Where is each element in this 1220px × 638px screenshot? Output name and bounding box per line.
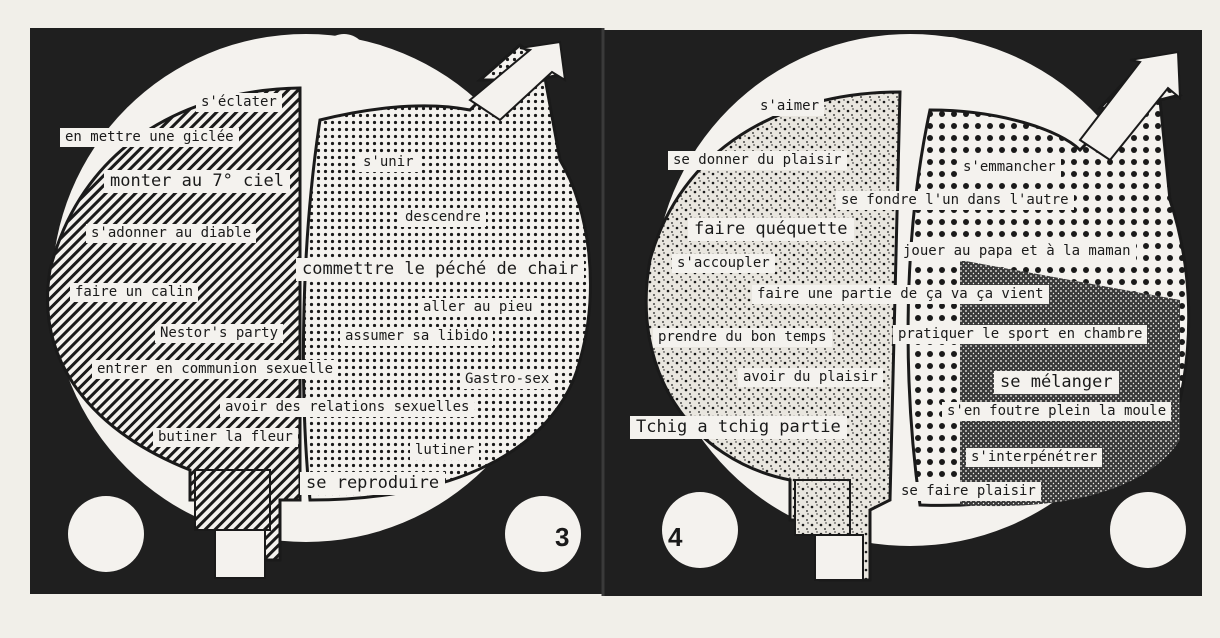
phrase-label: se donner du plaisir [668, 151, 847, 170]
phrase-label: aller au pieu [418, 298, 538, 317]
phrase-label: faire une partie de ça va ça vient [752, 285, 1049, 304]
phrase-label: butiner la fleur [153, 428, 298, 447]
phrase-label: se reproduire [300, 472, 446, 495]
phrase-label: entrer en communion sexuelle [92, 360, 339, 379]
phrase-label: assumer sa libido [340, 327, 494, 346]
page-number: 4 [668, 522, 683, 552]
phrase-label: en mettre une giclée [60, 128, 239, 147]
phrase-label: descendre [400, 208, 486, 227]
phrase-label: commettre le péché de chair [296, 258, 585, 281]
phrase-label: se mélanger [994, 371, 1119, 394]
moon-circle-icon [68, 496, 144, 572]
phrase-label: Gastro-sex [460, 370, 555, 389]
phrase-label: s'accoupler [672, 254, 775, 273]
phrase-label: faire un calin [70, 283, 199, 302]
phrase-label: s'unir [358, 153, 419, 172]
phrase-label: avoir du plaisir [738, 368, 883, 387]
moon-circle-icon [662, 492, 738, 568]
phrase-label: s'adonner au diable [86, 224, 257, 243]
phrase-label: monter au 7° ciel [104, 170, 290, 193]
moon-circle-icon [1110, 492, 1186, 568]
phrase-label: pratiquer le sport en chambre [893, 325, 1148, 344]
phrase-label: s'emmancher [958, 158, 1061, 177]
phrase-label: s'en foutre plein la moule [942, 402, 1172, 421]
phrase-label: se fondre l'un dans l'autre [836, 191, 1074, 210]
phrase-label: lutiner [410, 441, 480, 460]
page-number: 3 [555, 522, 570, 552]
phrase-label: s'interpénétrer [966, 448, 1103, 467]
phrase-label: Tchig a tchig partie [630, 416, 847, 439]
phrase-label: Nestor's party [155, 324, 284, 343]
phrase-label: s'aimer [755, 97, 825, 116]
phrase-label: faire quéquette [688, 218, 854, 241]
phrase-label: s'éclater [196, 93, 282, 112]
phrase-label: avoir des relations sexuelles [220, 398, 475, 417]
phrase-label: jouer au papa et à la maman [898, 242, 1136, 261]
phrase-label: se faire plaisir [896, 482, 1041, 501]
phrase-label: prendre du bon temps [653, 328, 832, 347]
moon-circle-icon [505, 496, 581, 572]
